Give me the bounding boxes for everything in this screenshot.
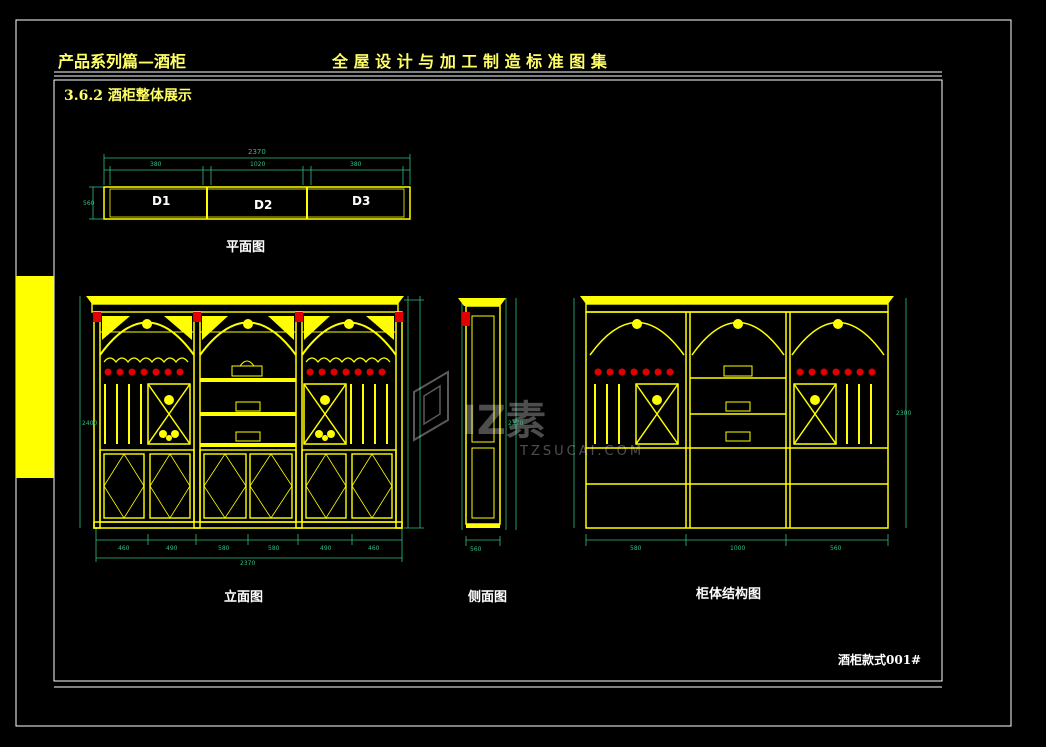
side-depth-dim: 560 (470, 546, 482, 553)
plan-dim-d3: 380 (350, 161, 362, 168)
front-elevation (79, 296, 424, 562)
struct-dim-3: 560 (830, 545, 842, 552)
plan-depth-dim: 560 (83, 200, 95, 207)
inner-frame (53, 79, 943, 682)
book-title: 全 屋 设 计 与 加 工 制 造 标 准 图 集 (332, 52, 607, 71)
unit-d2-label: D2 (254, 198, 273, 212)
structure-view (573, 296, 907, 546)
struct-dim-2: 1000 (730, 545, 746, 552)
unit-d1-label: D1 (152, 194, 171, 208)
structure-view-caption: 柜体结构图 (696, 587, 762, 602)
plan-dim-d1: 380 (150, 161, 162, 168)
unit-d3-label: D3 (352, 194, 371, 208)
elev-dim-2: 490 (166, 545, 178, 552)
elev-dim-3: 580 (218, 545, 230, 552)
elev-dim-6: 460 (368, 545, 380, 552)
side-view (458, 298, 517, 546)
series-title: 产品系列篇—酒柜 (58, 52, 187, 71)
model-number: 酒柜款式001# (838, 653, 922, 667)
watermark-logo (413, 370, 449, 442)
elev-total-dim: 2370 (240, 560, 256, 567)
watermark-url: TZSUCAI.COM (520, 444, 645, 459)
plan-dim-d2: 1020 (250, 161, 266, 168)
struct-dim-1: 580 (630, 545, 642, 552)
side-view-caption: 侧面图 (468, 590, 508, 605)
plan-total-dim: 2370 (248, 148, 266, 156)
elevation-view-caption: 立面图 (224, 590, 264, 605)
struct-height-dim: 2300 (896, 410, 912, 417)
plan-view (89, 154, 411, 220)
plan-view-caption: 平面图 (226, 240, 266, 255)
section-title: 3.6.2 酒柜整体展示 (64, 88, 192, 104)
elev-dim-1: 460 (118, 545, 130, 552)
elev-dim-5: 490 (320, 545, 332, 552)
elev-dim-4: 580 (268, 545, 280, 552)
side-tab-marker (16, 276, 54, 478)
side-height-dim: 2370 (508, 420, 524, 427)
watermark-brand: IZ素 (462, 398, 546, 444)
elev-height-dim: 2400 (82, 420, 98, 427)
